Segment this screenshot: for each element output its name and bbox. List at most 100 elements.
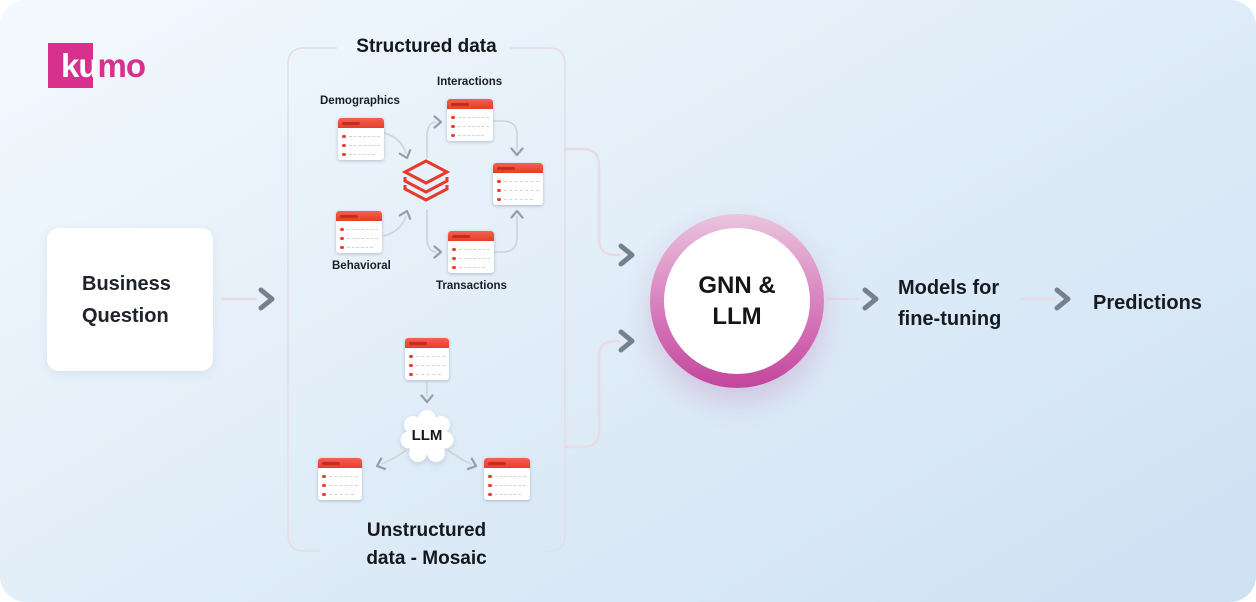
- gnn-llm-line1: GNN &: [698, 272, 776, 299]
- kumo-logo-wordmark: kumo: [61, 46, 146, 86]
- table-rows: [336, 221, 382, 252]
- logo-ku-text: ku: [61, 47, 99, 84]
- interactions-table-label: Interactions: [437, 76, 503, 88]
- chevron-small-icon: [398, 209, 412, 220]
- chevron-right-icon: [862, 287, 879, 311]
- transactions-table-label: Transactions: [436, 280, 507, 292]
- row-dot-icon: [452, 265, 456, 270]
- business-question-node: Business Question: [47, 228, 213, 371]
- models-label-line2: fine-tuning: [898, 308, 1002, 330]
- table-header: [447, 99, 493, 109]
- table-header: [336, 211, 382, 221]
- table-header: [338, 118, 384, 128]
- row-dot-icon: [452, 256, 456, 261]
- row-dot-icon: [409, 372, 413, 377]
- table-title-pill: [451, 102, 469, 106]
- table-rows: [484, 468, 530, 499]
- chevron-small-icon: [510, 147, 524, 157]
- chevron-small-icon: [375, 457, 387, 471]
- logo-mo-text: mo: [97, 47, 146, 84]
- row-dot-icon: [322, 474, 326, 479]
- table-title-pill: [452, 234, 470, 238]
- conn-databricks-to-interactions: [426, 121, 437, 159]
- chevron-small-icon: [433, 115, 443, 129]
- table-rows: [318, 468, 362, 499]
- chevron-small-icon: [510, 209, 524, 219]
- table-title-pill: [488, 461, 506, 465]
- business-question-line1: Business: [82, 273, 171, 295]
- row-dot-icon: [497, 188, 501, 193]
- row-dot-icon: [452, 247, 456, 252]
- table-header: [493, 163, 543, 173]
- models-for-fine-tuning-label: Models for fine-tuning: [898, 273, 1001, 335]
- table-header: [318, 458, 362, 468]
- chevron-right-icon: [1054, 287, 1071, 311]
- table-rows: [405, 348, 449, 379]
- table-title-pill: [342, 121, 360, 125]
- business-question-label: Business Question: [82, 268, 171, 332]
- row-dot-icon: [340, 245, 344, 250]
- conn-transactions-to-joined: [494, 215, 518, 253]
- row-dot-icon: [409, 363, 413, 368]
- models-label-line1: Models for: [898, 277, 1000, 299]
- table-card-demographics: [338, 118, 384, 160]
- gnn-llm-node-ring: GNN & LLM: [650, 214, 824, 388]
- row-dot-icon: [322, 483, 326, 488]
- table-card-unstructured-source: [405, 338, 449, 380]
- chevron-small-icon: [466, 457, 478, 471]
- row-dot-icon: [451, 133, 455, 138]
- table-header: [484, 458, 530, 468]
- llm-node-label: LLM: [411, 427, 443, 444]
- row-dot-icon: [497, 197, 501, 202]
- table-title-pill: [497, 166, 515, 170]
- row-dot-icon: [409, 354, 413, 359]
- kumo-logo: kumo: [48, 43, 178, 93]
- table-title-pill: [409, 341, 427, 345]
- row-dot-icon: [488, 492, 492, 497]
- row-dot-icon: [488, 483, 492, 488]
- gnn-llm-node: GNN & LLM: [664, 228, 810, 374]
- conn-behavioral-to-databricks: [383, 215, 407, 237]
- predictions-label: Predictions: [1093, 292, 1202, 314]
- table-title-pill: [340, 214, 358, 218]
- gnn-llm-line2: LLM: [712, 303, 762, 330]
- row-dot-icon: [340, 236, 344, 241]
- table-header: [448, 231, 494, 241]
- unstructured-caption-line2: data - Mosaic: [366, 548, 487, 569]
- conn-interactions-to-joined: [492, 120, 518, 151]
- table-card-llm-output-right: [484, 458, 530, 500]
- row-dot-icon: [488, 474, 492, 479]
- chevron-small-icon: [433, 245, 443, 259]
- llm-cloud-shape: [400, 410, 454, 462]
- arrow-unstructured-to-gnn-tail: [563, 339, 621, 449]
- row-dot-icon: [451, 124, 455, 129]
- table-card-interactions: [447, 99, 493, 141]
- unstructured-caption-line1: Unstructured: [366, 520, 487, 541]
- arrow-structured-to-gnn-tail: [563, 147, 621, 257]
- table-card-joined: [493, 163, 543, 205]
- row-dot-icon: [497, 179, 501, 184]
- conn-databricks-to-transactions: [426, 209, 437, 253]
- row-dot-icon: [342, 134, 346, 139]
- table-card-transactions: [448, 231, 494, 273]
- databricks-stack-icon: [401, 159, 451, 202]
- behavioral-table-label: Behavioral: [332, 260, 391, 272]
- business-question-line2: Question: [82, 305, 169, 327]
- chevron-right-icon: [258, 287, 275, 311]
- row-dot-icon: [342, 152, 346, 157]
- table-card-llm-output-left: [318, 458, 362, 500]
- chevron-small-icon: [420, 394, 434, 404]
- table-card-behavioral: [336, 211, 382, 253]
- table-rows: [493, 173, 543, 204]
- chevron-right-icon: [618, 243, 635, 267]
- table-header: [405, 338, 449, 348]
- row-dot-icon: [342, 143, 346, 148]
- table-title-pill: [322, 461, 340, 465]
- unstructured-section-caption: Unstructured data - Mosaic: [288, 517, 565, 573]
- row-dot-icon: [451, 115, 455, 120]
- demographics-table-label: Demographics: [320, 95, 400, 107]
- structured-section-title: Structured data: [356, 36, 497, 57]
- conn-demographics-to-databricks: [383, 132, 407, 154]
- table-rows: [448, 241, 494, 272]
